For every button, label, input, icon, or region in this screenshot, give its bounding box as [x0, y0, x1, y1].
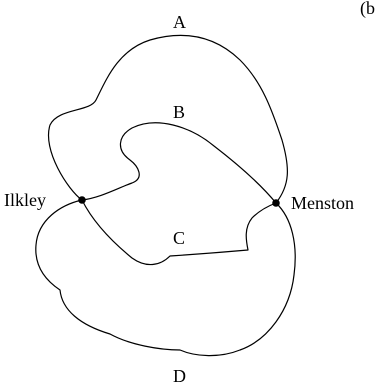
path-a-label: A	[173, 12, 186, 32]
path-b-label: B	[173, 102, 185, 122]
path-d-label: D	[173, 366, 186, 386]
ilkley-node	[78, 196, 86, 204]
path-c-label: C	[173, 228, 185, 248]
menston-label: Menston	[291, 193, 354, 213]
menston-node	[272, 199, 280, 207]
path-b	[81, 122, 277, 204]
path-c	[81, 199, 277, 266]
path-d	[35, 199, 296, 357]
ilkley-label: Ilkley	[4, 190, 46, 210]
corner-partial-label: (b	[360, 0, 375, 19]
path-a	[47, 34, 288, 204]
